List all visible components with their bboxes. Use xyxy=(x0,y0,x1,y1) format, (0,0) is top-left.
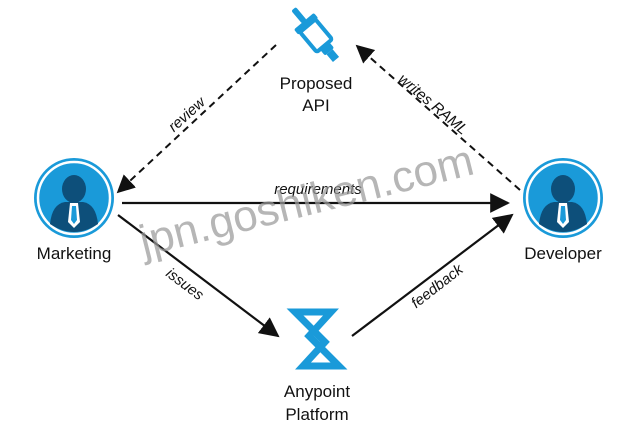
person-icon xyxy=(34,158,114,238)
person-icon xyxy=(523,158,603,238)
node-label-marketing: Marketing xyxy=(37,244,112,263)
anypoint-logo-icon xyxy=(286,308,348,370)
edge-label-requirements: requirements xyxy=(274,181,362,198)
node-label-proposed-line2: API xyxy=(302,96,329,115)
edge-issues-line xyxy=(117,214,280,338)
node-label-anypoint-line2: Platform xyxy=(285,405,348,424)
node-proposed-api: Proposed API xyxy=(280,7,353,115)
node-anypoint: Anypoint Platform xyxy=(284,308,350,424)
edge-feedback-line xyxy=(351,213,514,337)
edge-review-line xyxy=(116,44,277,194)
edge-writes-raml-line xyxy=(355,44,521,191)
node-developer: Developer xyxy=(523,158,603,263)
edge-label-issues: issues xyxy=(163,265,208,304)
watermark-text: jpn.goshiken.com xyxy=(132,136,478,267)
node-label-proposed-line1: Proposed xyxy=(280,74,353,93)
node-label-developer: Developer xyxy=(524,244,602,263)
node-marketing: Marketing xyxy=(34,158,114,263)
api-brush-icon xyxy=(292,7,340,63)
edge-label-writes-raml: writes RAML xyxy=(395,71,471,139)
node-label-anypoint-line1: Anypoint xyxy=(284,382,350,401)
